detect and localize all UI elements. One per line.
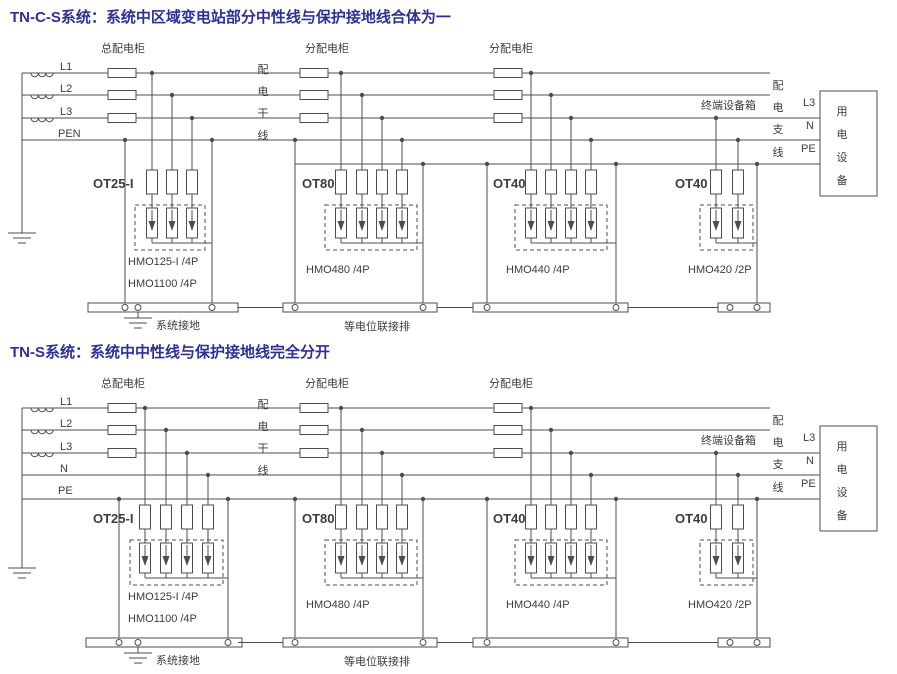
spd-model-label: HMO440 /4P	[506, 264, 570, 276]
spd-model-label: HMO1100 /4P	[128, 278, 197, 290]
right-line-label-l3: L3	[803, 432, 816, 444]
branch-text-char: 配	[772, 80, 784, 92]
tn-c-s-wiring	[8, 68, 878, 329]
system-ground-label: 系统接地	[156, 655, 200, 667]
spd-model-label: HMO420 /2P	[688, 599, 752, 611]
spd-type-label: OT40	[675, 511, 708, 526]
load-box-char: 备	[836, 175, 848, 187]
trunk-text-char: 配	[257, 399, 269, 411]
load-box-char: 电	[836, 129, 848, 141]
spd-model-label: HMO440 /4P	[506, 599, 570, 611]
trunk-text-char: 干	[257, 108, 269, 120]
branch-text-char: 电	[772, 102, 784, 114]
line-label-l3: L3	[60, 106, 73, 118]
load-box-char: 用	[836, 441, 848, 453]
sub-cabinet-label-1: 分配电柜	[305, 43, 349, 55]
spd-type-label: OT40	[493, 511, 526, 526]
trunk-text-char: 线	[257, 465, 269, 477]
spd-model-label: HMO1100 /4P	[128, 613, 197, 625]
branch-text-char: 支	[772, 459, 784, 471]
bonding-bar-label: 等电位联接排	[344, 656, 410, 668]
terminal-box-label: 终端设备箱	[701, 435, 756, 447]
spd-type-label: OT40	[493, 176, 526, 191]
line-label-l2: L2	[60, 418, 73, 430]
sub-cabinet-label-1: 分配电柜	[305, 378, 349, 390]
diagram2-title: TN-S系统：系统中中性线与保护接地线完全分开	[10, 344, 330, 361]
system-ground-label: 系统接地	[156, 320, 200, 332]
spd-model-label: HMO125-I /4P	[128, 256, 199, 268]
right-line-label-n: N	[806, 120, 814, 132]
spd-type-label: OT25-I	[93, 511, 134, 526]
line-label-n: N	[60, 463, 68, 475]
line-label-l1: L1	[60, 61, 73, 73]
branch-text-char: 线	[772, 147, 784, 159]
diagram1-title: TN-C-S系统：系统中区域变电站部分中性线与保护接地线合体为一	[10, 9, 451, 26]
line-label-pen: PEN	[58, 128, 81, 140]
spd-model-label: HMO125-I /4P	[128, 591, 199, 603]
spd-model-label: HMO480 /4P	[306, 264, 370, 276]
main-cabinet-label: 总配电柜	[101, 378, 145, 390]
main-cabinet-label: 总配电柜	[101, 43, 145, 55]
sub-cabinet-label-2: 分配电柜	[489, 43, 533, 55]
trunk-text-char: 电	[257, 86, 269, 98]
branch-text-char: 电	[772, 437, 784, 449]
branch-text-char: 线	[772, 482, 784, 494]
load-box-char: 设	[836, 152, 848, 164]
trunk-text-char: 配	[257, 64, 269, 76]
load-box-char: 备	[836, 510, 848, 522]
load-box-char: 用	[836, 106, 848, 118]
tn-s-wiring	[8, 403, 878, 664]
sub-cabinet-label-2: 分配电柜	[489, 378, 533, 390]
trunk-text-char: 干	[257, 443, 269, 455]
load-box-char: 设	[836, 487, 848, 499]
spd-type-label: OT40	[675, 176, 708, 191]
branch-text-char: 配	[772, 415, 784, 427]
line-label-l1: L1	[60, 396, 73, 408]
right-line-label-pe: PE	[801, 478, 816, 490]
branch-text-char: 支	[772, 124, 784, 136]
spd-model-label: HMO420 /2P	[688, 264, 752, 276]
spd-type-label: OT25-I	[93, 176, 134, 191]
trunk-text-char: 线	[257, 130, 269, 142]
line-label-l2: L2	[60, 83, 73, 95]
load-box-char: 电	[836, 464, 848, 476]
spd-type-label: OT80	[302, 176, 335, 191]
terminal-box-label: 终端设备箱	[701, 100, 756, 112]
spd-type-label: OT80	[302, 511, 335, 526]
right-line-label-n: N	[806, 455, 814, 467]
spd-model-label: HMO480 /4P	[306, 599, 370, 611]
bonding-bar-label: 等电位联接排	[344, 321, 410, 333]
right-line-label-pe: PE	[801, 143, 816, 155]
line-label-l3: L3	[60, 441, 73, 453]
line-label-pe: PE	[58, 485, 73, 497]
right-line-label-l3: L3	[803, 97, 816, 109]
trunk-text-char: 电	[257, 421, 269, 433]
